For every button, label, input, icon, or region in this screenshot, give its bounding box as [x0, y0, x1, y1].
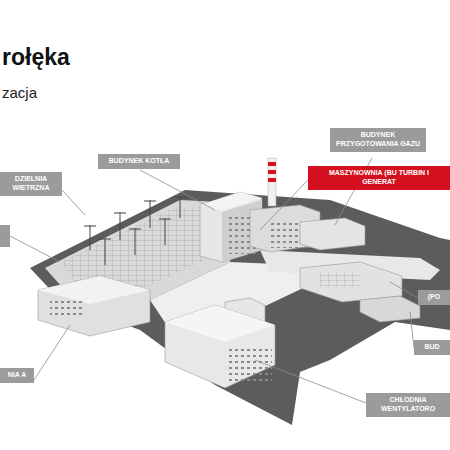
callout-label: (PO — [422, 293, 446, 302]
callout-box: BUDYNEK KOTŁA — [98, 154, 180, 169]
callout-label: BUDYNEK PRZYGOTOWANIA GAZU — [334, 131, 422, 149]
highlight-callout: MASZYNOWNIA (BU TURBIN I GENERAT — [308, 166, 450, 190]
subtitle: zacja — [2, 84, 37, 101]
callout-box: NIA A — [0, 368, 34, 383]
callout-box: (PO — [418, 290, 450, 305]
callout-label: CHŁODNIA WENTYLATORO — [370, 396, 446, 414]
callout-label: BUDYNEK KOTŁA — [102, 157, 176, 166]
callout-label: MASZYNOWNIA (BU TURBIN I GENERAT — [312, 169, 446, 187]
callout-label: BUD — [418, 343, 446, 352]
page-title: rołęka — [2, 44, 70, 71]
callout-box: CHŁODNIA WENTYLATORO — [366, 393, 450, 417]
callout-box: DZIELNIA WIETRZNA — [0, 172, 62, 196]
callout-label: DZIELNIA WIETRZNA — [4, 175, 58, 193]
callout-box: BUDYNEK PRZYGOTOWANIA GAZU — [330, 128, 426, 152]
callout-box: BUD — [414, 340, 450, 355]
callout-label: NIA A — [4, 371, 30, 380]
